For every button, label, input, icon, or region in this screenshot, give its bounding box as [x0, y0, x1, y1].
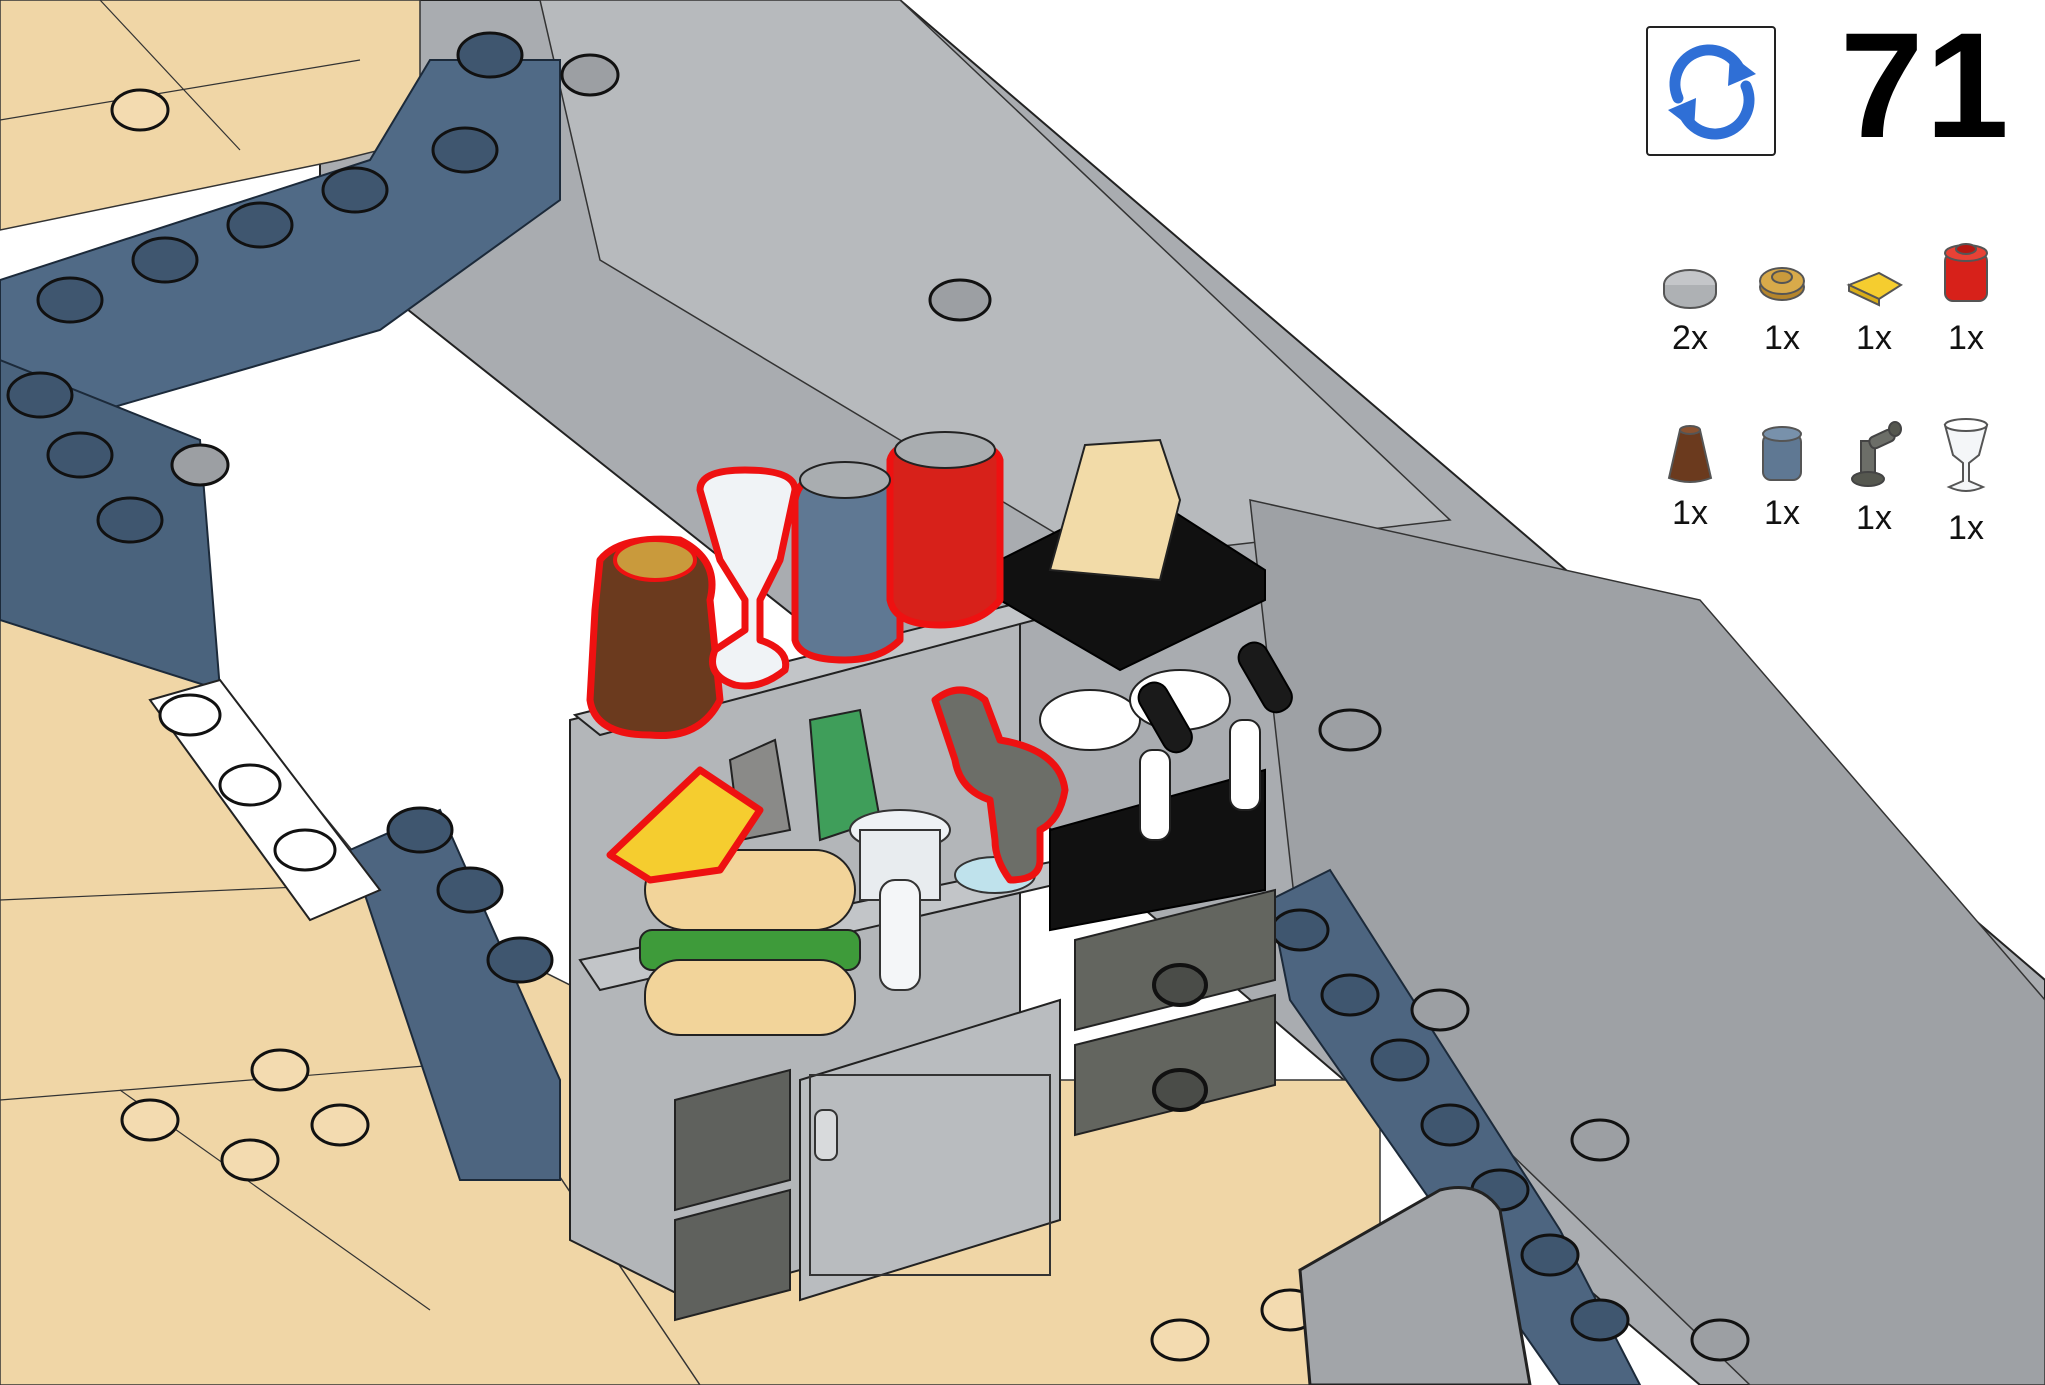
goblet-icon [1931, 415, 2001, 505]
part-sand-blue-round-brick: 1x [1732, 420, 1832, 580]
part-qty: 1x [1916, 509, 2016, 548]
part-qty: 1x [1824, 499, 1924, 538]
rotate-icon [1660, 40, 1764, 144]
round-brick-icon [1747, 420, 1817, 490]
part-yellow-quarter-tile: 1x [1824, 255, 1924, 415]
part-clear-goblet: 1x [1916, 415, 2016, 575]
part-light-bluish-gray-round-tile: 2x [1640, 255, 1740, 415]
round-tile-icon [1655, 255, 1725, 315]
part-dark-gray-pipe-faucet: 1x [1824, 415, 1924, 575]
round-brick-icon [1931, 235, 2001, 315]
faucet-icon [1839, 415, 1909, 495]
step-number: 71 [1840, 10, 2011, 160]
part-qty: 1x [1916, 319, 2016, 358]
cone-icon [1655, 420, 1725, 490]
part-qty: 2x [1640, 319, 1740, 358]
part-qty: 1x [1824, 319, 1924, 358]
part-red-round-brick: 1x [1916, 235, 2016, 395]
part-qty: 1x [1732, 319, 1832, 358]
parts-list: 2x 1x 1x 1x 1x 1x 1x 1x [1620, 255, 2040, 575]
part-brown-cone: 1x [1640, 420, 1740, 580]
round-plate-icon [1747, 255, 1817, 315]
quarter-tile-icon [1839, 255, 1909, 315]
rotate-model-indicator [1646, 26, 1776, 156]
part-qty: 1x [1640, 494, 1740, 533]
part-qty: 1x [1732, 494, 1832, 533]
part-pearl-gold-round-plate: 1x [1732, 255, 1832, 415]
